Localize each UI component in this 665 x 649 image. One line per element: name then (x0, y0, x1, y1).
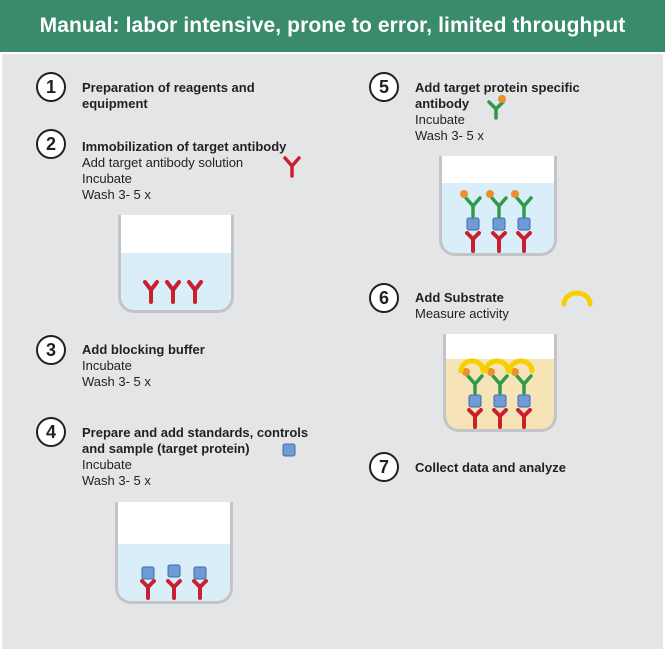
step-2-detail-3: Wash 3- 5 x (82, 187, 151, 202)
protein-icon (493, 394, 507, 408)
protein-icon (193, 566, 207, 580)
well-step-6 (443, 334, 557, 432)
capture-antibody-icon (467, 408, 483, 429)
capture-antibody-icon (283, 156, 301, 178)
well-4-contents (140, 564, 208, 600)
step-1-number: 1 (36, 72, 66, 102)
capture-antibody-icon (165, 280, 181, 304)
capture-antibody-icon (516, 231, 532, 253)
well-6-contents (458, 358, 535, 429)
step-3-detail-2: Wash 3- 5 x (82, 374, 151, 389)
step-2-text: Immobilization of target antibody Add ta… (82, 139, 286, 203)
detection-antibody-icon (464, 196, 482, 218)
step-3-text: Add blocking buffer Incubate Wash 3- 5 x (82, 342, 205, 390)
step-6-title: Add Substrate (415, 290, 504, 305)
page-title: Manual: labor intensive, prone to error,… (39, 14, 626, 37)
label-dot-icon (511, 368, 519, 376)
step-4-detail-2: Wash 3- 5 x (82, 473, 151, 488)
capture-antibody-icon (516, 408, 532, 429)
step-2-detail-1: Add target antibody solution (82, 155, 244, 170)
step-7-title: Collect data and analyze (415, 460, 566, 475)
step-4-text: Prepare and add standards, controls and … (82, 425, 308, 489)
step-5-title-line-2: antibody (415, 96, 470, 111)
step-6-number: 6 (369, 283, 399, 313)
detection-antibody-icon (491, 374, 509, 395)
step-2-title: Immobilization of target antibody (82, 139, 287, 154)
step-5-text: Add target protein specific antibody Inc… (415, 80, 580, 144)
capture-antibody-icon (465, 231, 481, 253)
step-5-detail-2: Wash 3- 5 x (415, 128, 484, 143)
capture-antibody-icon (166, 579, 182, 600)
step-6-detail-1: Measure activity (415, 306, 509, 321)
step-4-title-line-1: Prepare and add standards, controls (82, 425, 309, 440)
label-dot-icon (487, 368, 495, 376)
label-dot-icon (462, 368, 470, 376)
protein-icon (167, 564, 181, 578)
detection-antibody-icon (490, 196, 508, 218)
substrate-icon (458, 358, 486, 374)
page-header: Manual: labor intensive, prone to error,… (0, 0, 665, 52)
detection-antibody-icon (515, 196, 533, 218)
detection-antibody-icon (466, 374, 484, 395)
protein-icon (492, 217, 506, 231)
step-3-title: Add blocking buffer (82, 342, 205, 357)
protein-icon (468, 394, 482, 408)
capture-antibody-icon (192, 579, 208, 600)
well-step-4 (115, 502, 233, 604)
step-7-text: Collect data and analyze (415, 460, 566, 476)
label-dot-icon (511, 190, 519, 198)
protein-icon (141, 566, 155, 580)
step-7-number: 7 (369, 452, 399, 482)
step-3-number: 3 (36, 335, 66, 365)
detection-antibody-icon (487, 95, 506, 120)
capture-antibody-icon (492, 408, 508, 429)
protein-icon (517, 394, 531, 408)
protein-icon (517, 217, 531, 231)
step-4-number: 4 (36, 417, 66, 447)
step-1-title-line-2: equipment (82, 96, 148, 111)
capture-antibody-icon (491, 231, 507, 253)
step-3-detail-1: Incubate (82, 358, 132, 373)
protein-icon (466, 217, 480, 231)
step-6-text: Add Substrate Measure activity (415, 290, 509, 322)
substrate-icon (507, 358, 535, 374)
well-5-contents (460, 190, 533, 253)
substrate-icon (561, 290, 593, 307)
capture-antibody-icon (140, 579, 156, 600)
step-2-detail-2: Incubate (82, 171, 132, 186)
step-4-detail-1: Incubate (82, 457, 132, 472)
step-5-detail-1: Incubate (415, 112, 465, 127)
well-step-2 (118, 215, 234, 313)
step-2-number: 2 (36, 129, 66, 159)
well-2-antibodies (143, 280, 203, 304)
label-dot-icon (486, 190, 494, 198)
protein-icon (282, 443, 296, 457)
step-1-text: Preparation of reagents and equipment (82, 80, 255, 112)
detection-antibody-icon (515, 374, 533, 395)
step-5-title-line-1: Add target protein specific (415, 80, 580, 95)
step-4-title-line-2: and sample (target protein) (82, 441, 250, 456)
step-5-number: 5 (369, 72, 399, 102)
substrate-icon (483, 358, 511, 374)
capture-antibody-icon (187, 280, 203, 304)
well-step-5 (439, 156, 557, 256)
capture-antibody-icon (143, 280, 159, 304)
label-dot-icon (460, 190, 468, 198)
step-1-title-line-1: Preparation of reagents and (82, 80, 255, 95)
